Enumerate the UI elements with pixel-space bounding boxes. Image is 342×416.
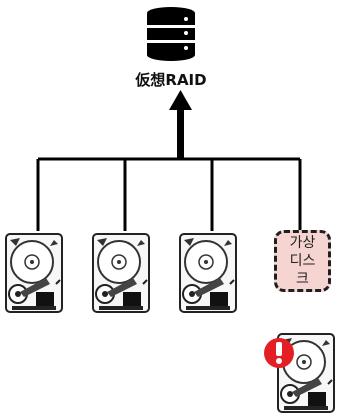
upward-arrow	[169, 90, 192, 160]
hard-drive-icon	[92, 233, 150, 313]
raid-label: 仮想RAID	[135, 71, 207, 89]
virtual-disk: 가상디스크	[274, 230, 331, 292]
hard-drive-icon	[179, 233, 237, 313]
hard-drive-icon	[5, 233, 63, 313]
database-icon	[147, 7, 195, 61]
connector-lines	[36, 157, 302, 231]
virtual-disk-label: 가상디스크	[289, 235, 316, 287]
exclamation-icon	[264, 338, 294, 368]
failed-hard-drive	[264, 333, 335, 413]
